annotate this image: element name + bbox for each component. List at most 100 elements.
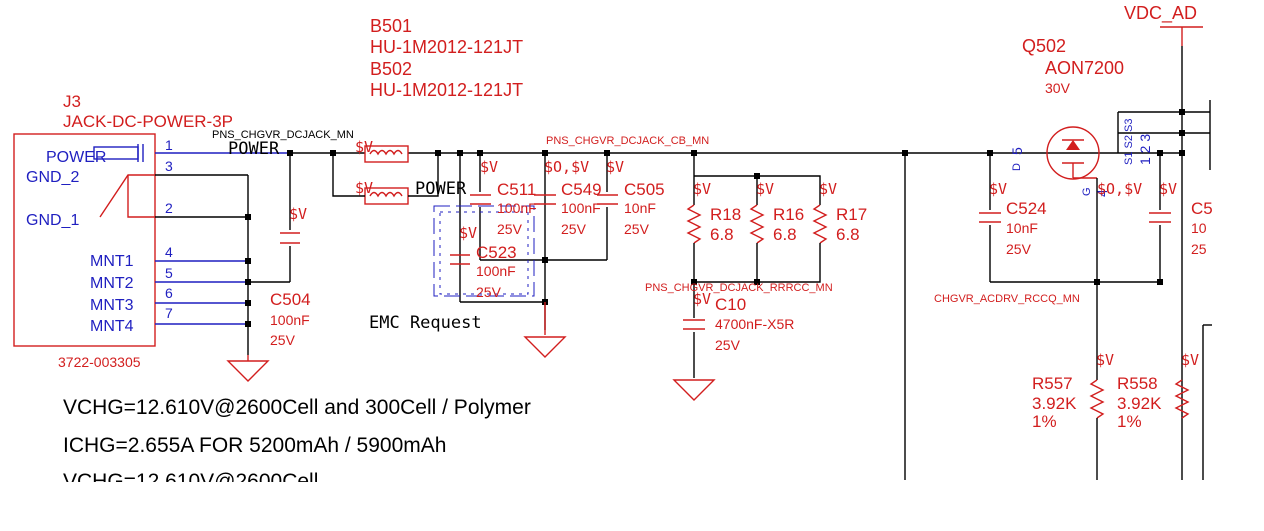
c549-val: 100nF xyxy=(561,200,601,216)
ground-symbol-c10 xyxy=(672,379,716,401)
j3-pn: 3722-003305 xyxy=(58,354,141,370)
net-dcjack-cb: PNS_CHGVR_DCJACK_CB_MN xyxy=(546,135,709,147)
net-dcjack-rrrcc: PNS_CHGVR_DCJACK_RRRCC_MN xyxy=(645,282,833,294)
b501-ref: B501 xyxy=(370,16,412,36)
j3-pin-gnd1: GND_1 xyxy=(26,212,79,229)
j3-body xyxy=(13,133,156,347)
c504-flag: $V xyxy=(289,205,307,223)
j3-num-6: 6 xyxy=(165,285,173,301)
j3-part: JACK-DC-POWER-3P xyxy=(63,112,233,131)
j3-num-4: 4 xyxy=(165,244,173,260)
j3-pin-power: POWER xyxy=(46,149,106,166)
q502-g: G xyxy=(1081,187,1093,196)
b502-ref: B502 xyxy=(370,59,412,79)
net-power-1: POWER xyxy=(228,139,280,159)
r17-ref: R17 xyxy=(836,205,867,224)
r17-val: 6.8 xyxy=(836,225,860,244)
q502-d: D xyxy=(1011,163,1023,171)
q502-part: AON7200 xyxy=(1045,58,1124,78)
r16-symbol xyxy=(749,204,765,244)
c524-volt: 25V xyxy=(1006,241,1032,257)
r558-val: 3.92K xyxy=(1117,394,1162,413)
c511-ref: C511 xyxy=(497,180,536,199)
svg-text:$V: $V xyxy=(989,180,1007,198)
svg-text:$V: $V xyxy=(819,180,837,198)
q502-volt: 30V xyxy=(1045,80,1071,96)
c523-ref: C523 xyxy=(476,243,517,262)
svg-text:$V: $V xyxy=(693,180,711,198)
c10-val: 4700nF-X5R xyxy=(715,316,794,332)
c505-volt: 25V xyxy=(624,221,650,237)
r17-symbol xyxy=(812,204,828,244)
c524-ref: C524 xyxy=(1006,199,1047,218)
j3-ref: J3 xyxy=(63,92,81,111)
j3-num-3: 3 xyxy=(165,158,173,174)
r18-ref: R18 xyxy=(710,205,741,224)
j3-num-2: 2 xyxy=(165,200,173,216)
c10-volt: 25V xyxy=(715,337,741,353)
j3-pin-mnt2: MNT2 xyxy=(90,275,134,292)
c505-ref: C505 xyxy=(624,180,665,199)
j3-num-7: 7 xyxy=(165,305,173,321)
r558-ref: R558 xyxy=(1117,374,1158,393)
svg-text:$V: $V xyxy=(459,224,477,242)
q502-s-nums: 1 2 3 xyxy=(1137,134,1153,165)
c549-ref: C549 xyxy=(561,180,602,199)
note-ichg: ICHG=2.655A FOR 5200mAh / 5900mAh xyxy=(63,434,447,457)
net-dcjack: PNS_CHGVR_DCJACK_MN xyxy=(212,129,354,141)
r18-val: 6.8 xyxy=(710,225,734,244)
b501-symbol xyxy=(364,145,409,163)
c523-volt: 25V xyxy=(476,284,502,300)
j3-pin-gnd2: GND_2 xyxy=(26,169,79,186)
c505-val: 10nF xyxy=(624,200,656,216)
emc-dashed-box xyxy=(433,205,535,297)
q502-ref: Q502 xyxy=(1022,36,1066,56)
b502-part: HU-1M2012-121JT xyxy=(370,80,523,100)
svg-text:$O,$V: $O,$V xyxy=(1097,180,1142,198)
c504-volt: 25V xyxy=(270,332,296,348)
svg-text:$V: $V xyxy=(606,158,624,176)
svg-text:$V: $V xyxy=(1159,180,1177,198)
j3-pin-mnt4: MNT4 xyxy=(90,318,134,335)
q502-symbol xyxy=(1046,126,1100,180)
j3-num-5: 5 xyxy=(165,265,173,281)
q502-pin4: 4 xyxy=(1094,189,1110,197)
vdc-ad-label: VDC_AD xyxy=(1124,3,1197,24)
r558-tol: 1% xyxy=(1117,412,1142,431)
r557-tol: 1% xyxy=(1032,412,1057,431)
r557-ref: R557 xyxy=(1032,374,1073,393)
note-vchg-cut: VCHG=12.610V@2600Cell xyxy=(63,470,319,482)
c549-flag: $O,$V xyxy=(544,158,589,176)
c10-ref: C10 xyxy=(715,295,746,314)
j3-num-1: 1 xyxy=(165,137,173,153)
emc-request-label: EMC Request xyxy=(369,313,482,333)
r16-val: 6.8 xyxy=(773,225,797,244)
j3-pin-mnt3: MNT3 xyxy=(90,297,134,314)
svg-text:$V: $V xyxy=(480,158,498,176)
r18-symbol xyxy=(686,204,702,244)
c504-val: 100nF xyxy=(270,312,310,328)
r557-val: 3.92K xyxy=(1032,394,1077,413)
c524-val: 10nF xyxy=(1006,220,1038,236)
q502-pin5: 5 xyxy=(1009,147,1025,155)
svg-text:$V: $V xyxy=(1096,351,1114,369)
c549-volt: 25V xyxy=(561,221,587,237)
r16-ref: R16 xyxy=(773,205,804,224)
c5x-volt: 25 xyxy=(1191,241,1207,257)
q502-s-pins: S1 S2 S3 xyxy=(1123,119,1135,165)
c5x-val: 10 xyxy=(1191,220,1207,236)
c511-volt: 25V xyxy=(497,221,523,237)
c504-ref: C504 xyxy=(270,290,311,309)
net-acdrv: CHGVR_ACDRV_RCCQ_MN xyxy=(934,293,1080,305)
r558-symbol xyxy=(1174,379,1190,419)
svg-text:$V: $V xyxy=(355,179,373,197)
c511-val: 100nF xyxy=(497,200,537,216)
c5x-ref: C5 xyxy=(1191,199,1213,218)
j3-pin-mnt1: MNT1 xyxy=(90,253,134,270)
r557-symbol xyxy=(1089,379,1105,419)
net-power-2: POWER xyxy=(415,179,467,199)
svg-text:$V: $V xyxy=(756,180,774,198)
svg-text:$V: $V xyxy=(693,290,711,308)
c523-val: 100nF xyxy=(476,263,516,279)
